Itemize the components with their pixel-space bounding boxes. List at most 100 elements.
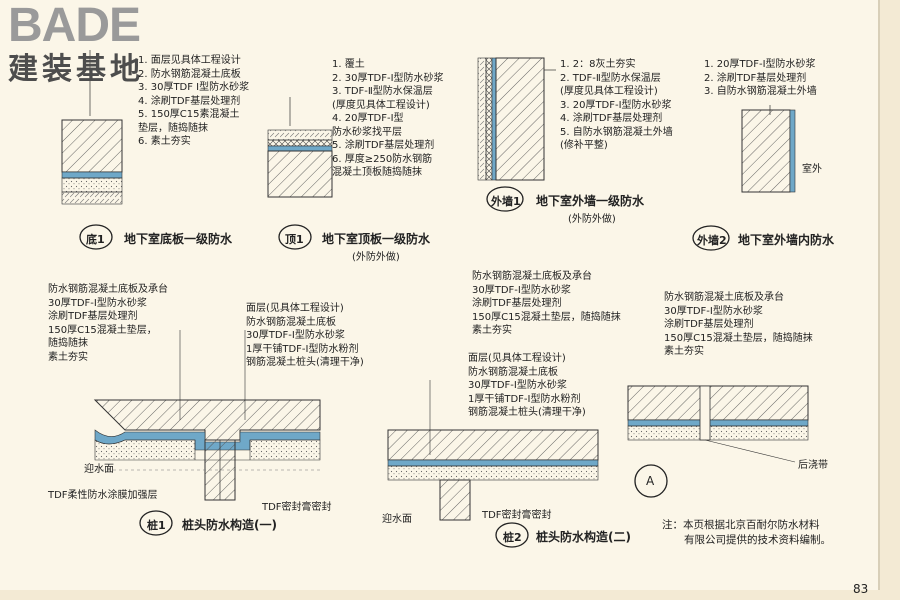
note-line: 注：本页根据北京百耐尔防水材料 (662, 519, 820, 531)
layer-text: 素土夯实 (664, 346, 704, 357)
layer-text: 1. 2：8灰土夯实 (560, 59, 636, 70)
layer-text: 防水砂浆找平层 (332, 126, 402, 138)
roof-slab-subtitle: (外防外做) (352, 252, 400, 263)
detail-a-layers: 防水钢筋混凝土底板及承台 30厚TDF-Ⅰ型防水砂浆 涂刷TDF基层处理剂 15… (664, 291, 813, 359)
layer-text: 3. 30厚TDF I型防水砂浆 (138, 82, 250, 93)
title-text: 地下室底板一级防水 (124, 232, 233, 246)
page-number: 83 (853, 582, 869, 596)
brand-logo-chinese: 建装基地 (8, 52, 144, 87)
layer-text: 30厚TDF-Ⅰ型防水砂浆 (48, 297, 147, 309)
layer-text: 5. 自防水钢筋混凝土外墙 (560, 126, 673, 138)
pile-head-1-tag: 桩1 (147, 519, 166, 532)
roof-slab-title: 地下室顶板一级防水 (322, 230, 430, 247)
layer-text: 30厚TDF-Ⅰ型防水砂浆 (472, 284, 571, 296)
layer-text: 防水钢筋混凝土底板 (468, 366, 558, 378)
pile-head-2-title: 桩头防水构造(二) (536, 528, 631, 545)
floor-slab-layers: 1. 面层见具体工程设计 2. 防水钢筋混凝土底板 3. 30厚TDF I型防水… (138, 54, 249, 149)
water-face-label: 迎水面 (84, 464, 114, 475)
layer-text: 3. TDF-Ⅱ型防水保温层 (332, 86, 433, 97)
note-line: 有限公司提供的技术资料编制。 (684, 534, 831, 546)
section-floor-slab (61, 50, 123, 205)
layer-text: 6. 素土夯实 (138, 136, 191, 147)
layer-text: 3. 自防水钢筋混凝土外墙 (704, 86, 817, 97)
layer-text: 面层(见具体工程设计) (468, 353, 566, 364)
exterior-wall-inner-layers: 1. 20厚TDF-Ⅰ型防水砂浆 2. 涂刷TDF基层处理剂 3. 自防水钢筋混… (704, 58, 817, 99)
layer-text: 150厚C15混凝土垫层， (48, 324, 157, 336)
layer-text: 30厚TDF-Ⅰ型防水砂浆 (246, 330, 345, 341)
title-text: 地下室外墙一级防水 (536, 194, 645, 208)
layer-text: 2. TDF-Ⅱ型防水保温层 (560, 72, 661, 84)
layer-text: 钢筋混凝土桩头(清理干净) (468, 407, 586, 418)
layer-text: 2. 防水钢筋混凝土底板 (138, 68, 241, 80)
layer-text: 4. 涂刷TDF基层处理剂 (138, 95, 241, 107)
floor-slab-title: 地下室底板一级防水 (124, 230, 232, 247)
seal-label-2: TDF密封膏密封 (482, 510, 552, 521)
title-text: 桩头防水构造(二) (536, 530, 631, 544)
layer-text: 素土夯实 (48, 351, 88, 363)
layer-text: 5. 涂刷TDF基层处理剂 (332, 140, 435, 151)
layer-text: 垫层，随捣随抹 (138, 122, 208, 134)
layer-text: 涂刷TDF基层处理剂 (48, 311, 138, 322)
layer-text: 2. 30厚TDF-Ⅰ型防水砂浆 (332, 72, 444, 84)
layer-text: 1厚干铺TDF-Ⅰ型防水粉剂 (468, 393, 581, 405)
exterior-wall-outer-title: 地下室外墙一级防水 (536, 192, 644, 209)
floor-slab-tag: 底1 (86, 233, 105, 246)
layer-text: 防水钢筋混凝土底板 (246, 316, 336, 328)
layer-text: (厚度见具体工程设计) (560, 86, 658, 97)
layer-text: (修补平整) (560, 140, 608, 151)
layer-text: 1. 覆土 (332, 59, 365, 70)
layer-text: 3. 20厚TDF-Ⅰ型防水砂浆 (560, 99, 672, 111)
layer-text: 防水钢筋混凝土底板及承台 (472, 271, 592, 282)
layer-text: 素土夯实 (472, 325, 512, 336)
layer-text: 150厚C15混凝土垫层，随捣随抹 (472, 311, 621, 323)
layer-text: 钢筋混凝土桩头(清理干净) (246, 357, 364, 368)
layer-text: 混凝土顶板随捣随抹 (332, 167, 422, 178)
section-pile-head-1 (93, 330, 321, 501)
roof-slab-layers: 1. 覆土 2. 30厚TDF-Ⅰ型防水砂浆 3. TDF-Ⅱ型防水保温层 (厚… (332, 58, 444, 180)
layer-text: 150厚C15混凝土垫层，随捣随抹 (664, 332, 813, 344)
note: 注：本页根据北京百耐尔防水材料 有限公司提供的技术资料编制。 (662, 518, 831, 548)
roof-slab-tag: 顶1 (285, 233, 304, 246)
layer-text: 1. 面层见具体工程设计 (138, 55, 241, 66)
post-pour-band-label: 后浇带 (798, 460, 828, 471)
layer-text: 4. 涂刷TDF基层处理剂 (560, 113, 663, 124)
layer-text: 1. 20厚TDF-Ⅰ型防水砂浆 (704, 59, 816, 70)
pile-head-1-left-layers: 防水钢筋混凝土底板及承台 30厚TDF-Ⅰ型防水砂浆 涂刷TDF基层处理剂 15… (48, 283, 168, 364)
coating-label: TDF柔性防水涂膜加强层 (48, 490, 158, 501)
exterior-wall-outer-tag: 外墙1 (491, 195, 521, 208)
pile-head-2-tag: 桩2 (503, 531, 522, 544)
water-face-label-2: 迎水面 (382, 514, 412, 525)
section-roof-slab (267, 97, 333, 198)
exterior-wall-inner-tag: 外墙2 (697, 234, 727, 247)
layer-text: 30厚TDF-Ⅰ型防水砂浆 (468, 380, 567, 391)
section-exterior-wall-outer (477, 57, 556, 181)
layer-text: 6. 厚度≥250防水钢筋 (332, 153, 433, 165)
layer-text: 5. 150厚C15素混凝土 (138, 109, 240, 120)
exterior-wall-outer-subtitle: (外防外做) (568, 214, 616, 225)
pile-head-1-title: 桩头防水构造(一) (182, 516, 277, 533)
pile-head-2-top-layers: 防水钢筋混凝土底板及承台 30厚TDF-Ⅰ型防水砂浆 涂刷TDF基层处理剂 15… (472, 270, 621, 338)
layer-text: 防水钢筋混凝土底板及承台 (664, 292, 784, 303)
pile-head-2-mid-layers: 面层(见具体工程设计) 防水钢筋混凝土底板 30厚TDF-Ⅰ型防水砂浆 1厚干铺… (468, 352, 586, 420)
layer-text: 30厚TDF-Ⅰ型防水砂浆 (664, 305, 763, 317)
layer-text: 1厚干铺TDF-Ⅰ型防水粉剂 (246, 343, 359, 355)
exterior-wall-outer-layers: 1. 2：8灰土夯实 2. TDF-Ⅱ型防水保温层 (厚度见具体工程设计) 3.… (560, 58, 673, 153)
section-exterior-wall-inner (741, 105, 796, 193)
layer-text: 随捣随抹 (48, 338, 88, 349)
outdoor-label: 室外 (802, 164, 822, 175)
layer-text: 2. 涂刷TDF基层处理剂 (704, 72, 807, 84)
layer-text: 涂刷TDF基层处理剂 (472, 298, 562, 309)
layer-text: 防水钢筋混凝土底板及承台 (48, 284, 168, 295)
brand-logo: BADE (8, 0, 141, 52)
layer-text: 面层(见具体工程设计) (246, 303, 344, 314)
title-text: 地下室顶板一级防水 (322, 232, 431, 246)
title-text: 桩头防水构造(一) (182, 518, 277, 532)
section-detail-a (627, 385, 809, 463)
title-text: 地下室外墙内防水 (738, 233, 835, 247)
seal-label: TDF密封膏密封 (262, 502, 332, 513)
layer-text: 涂刷TDF基层处理剂 (664, 319, 754, 330)
layer-text: (厚度见具体工程设计) (332, 99, 430, 111)
pile-head-1-right-layers: 面层(见具体工程设计) 防水钢筋混凝土底板 30厚TDF-Ⅰ型防水砂浆 1厚干铺… (246, 302, 364, 370)
